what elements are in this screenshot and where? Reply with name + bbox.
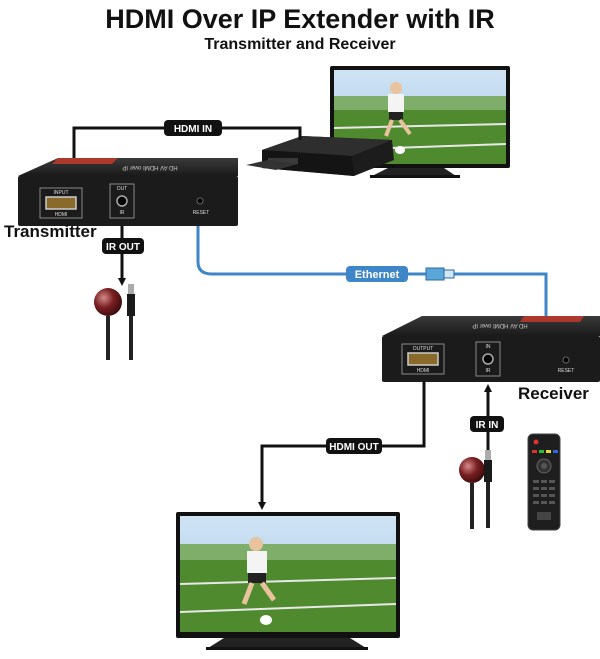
hdmi-in-text: HDMI IN <box>174 124 212 135</box>
rx-port-hdmi-top: OUTPUT <box>413 346 434 352</box>
ir-out-text: IR OUT <box>106 242 140 253</box>
tx-port-hdmi-bottom: HDMI <box>55 212 68 218</box>
ir-in-tag: IR IN <box>470 416 504 432</box>
rx-port-hdmi-bottom: HDMI <box>417 368 430 374</box>
hdmi-in-tag: HDMI IN <box>164 120 222 136</box>
bluray-player <box>246 136 394 176</box>
ir-in-text: IR IN <box>476 420 499 431</box>
ethernet-cable <box>196 226 548 316</box>
receiver-device: HD AV HDMI over IP OUTPUT HDMI IN IR RES… <box>382 316 600 382</box>
hdmi-out-tag: HDMI OUT <box>326 438 382 454</box>
top-tv-trees <box>334 96 506 110</box>
top-tv-player <box>384 82 412 154</box>
ethernet-connector <box>425 267 455 281</box>
ir-receiver-sensor <box>459 450 492 529</box>
tx-port-ir-top: OUT <box>117 186 128 192</box>
tx-ir-jack <box>116 195 128 207</box>
transmitter-lid-text: HD AV HDMI over IP <box>122 164 177 170</box>
receiver-label: Receiver <box>518 384 589 403</box>
hdmi-out-text: HDMI OUT <box>329 442 378 453</box>
rx-reset-hole <box>562 356 570 364</box>
receiver-lid-text: HD AV HDMI over IP <box>472 322 527 328</box>
rx-reset-text: RESET <box>558 368 575 374</box>
transmitter-device: HD AV HDMI over IP INPUT HDMI OUT IR RES… <box>18 158 238 226</box>
remote-color-buttons <box>532 450 558 453</box>
ethernet-tag: Ethernet <box>346 266 408 282</box>
bottom-tv <box>176 512 400 650</box>
rx-port-ir-top: IN <box>486 344 491 350</box>
tx-reset-hole <box>196 197 204 205</box>
transmitter-label: Transmitter <box>4 222 97 241</box>
rx-port-ir-bottom: IR <box>486 368 491 374</box>
page-title: HDMI Over IP Extender with IR <box>105 4 495 34</box>
rx-hdmi-port <box>407 352 439 366</box>
page-subtitle: Transmitter and Receiver <box>204 36 396 53</box>
tx-hdmi-port <box>45 196 77 210</box>
tx-port-ir-bottom: IR <box>120 210 125 216</box>
remote-control <box>527 433 561 531</box>
bottom-tv-player <box>241 537 277 625</box>
tx-port-hdmi-top: INPUT <box>54 190 69 196</box>
tx-reset-text: RESET <box>193 210 210 216</box>
rx-ir-jack <box>482 353 494 365</box>
ir-emitter <box>94 284 135 360</box>
bottom-tv-trees <box>180 544 396 560</box>
ir-out-tag: IR OUT <box>102 238 144 254</box>
ethernet-text: Ethernet <box>355 269 400 281</box>
